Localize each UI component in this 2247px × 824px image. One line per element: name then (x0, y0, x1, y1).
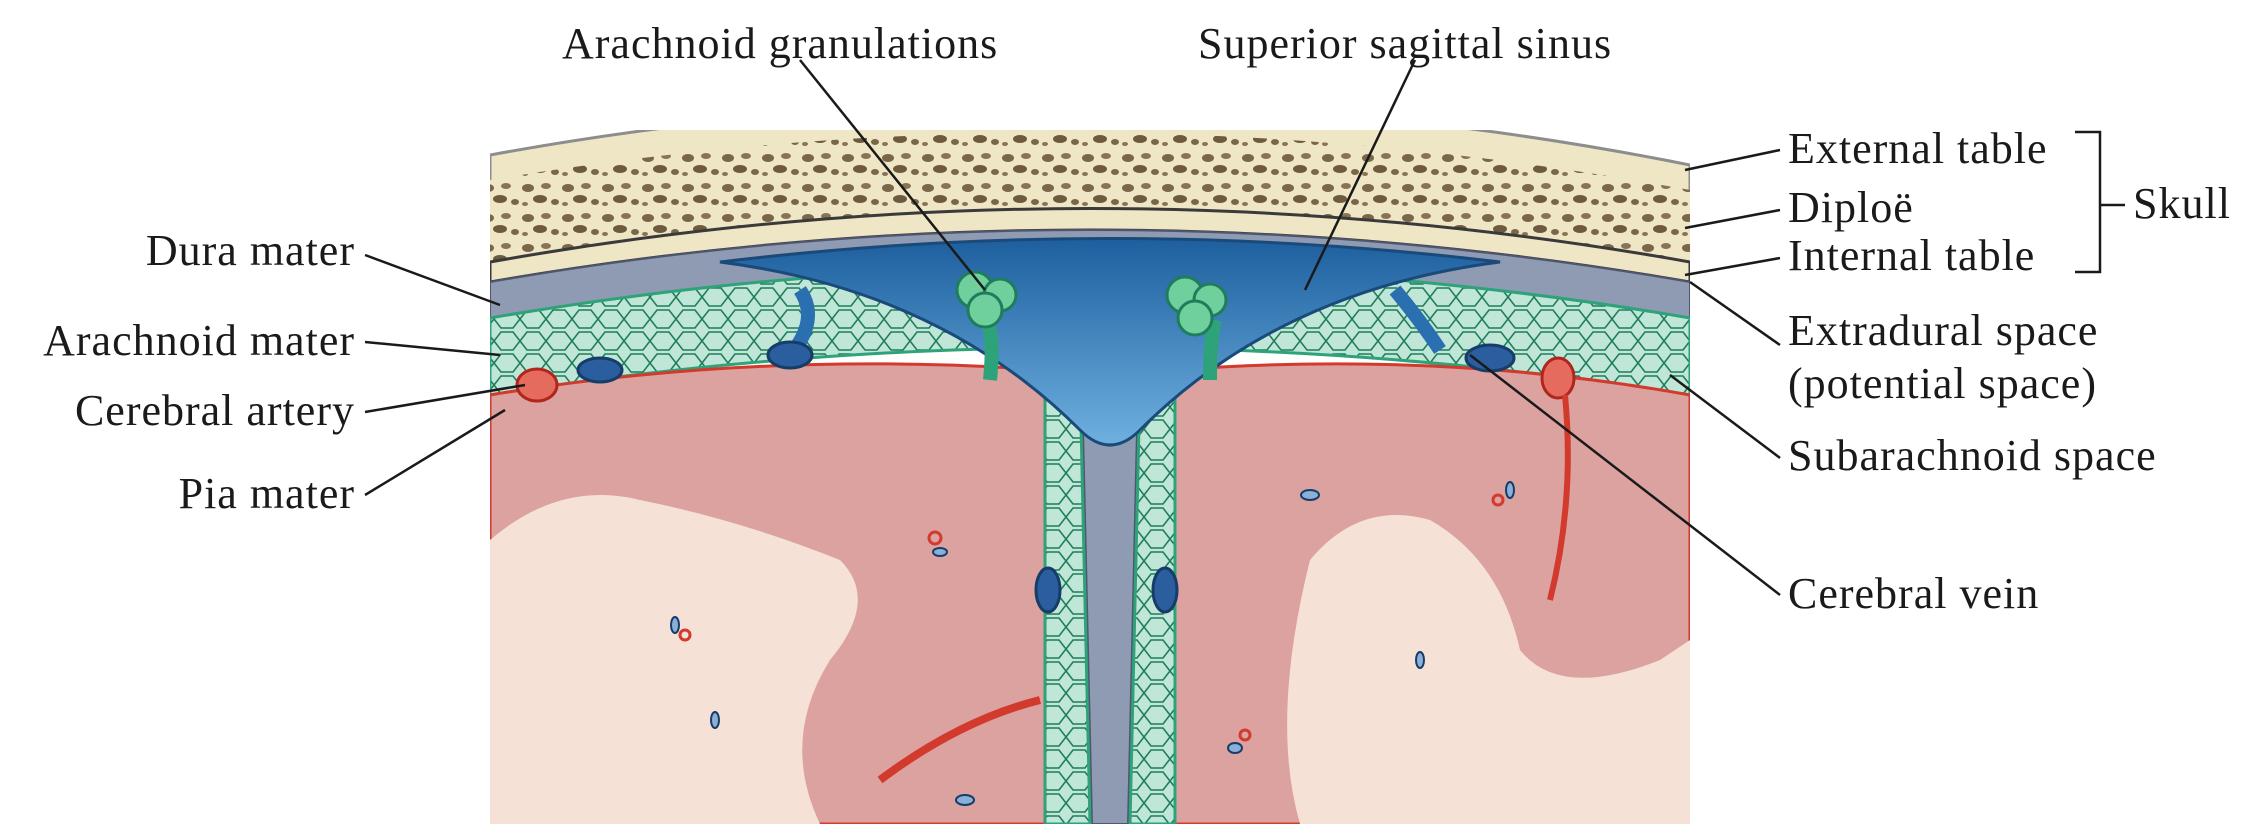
label-arachnoid-mater: Arachnoid mater (43, 316, 355, 365)
leader-extradural-space (1690, 282, 1780, 345)
label-pia-mater: Pia mater (179, 469, 355, 518)
label-subarachnoid-space: Subarachnoid space (1788, 431, 2157, 480)
small-vessel (1416, 652, 1424, 668)
small-vessel (711, 712, 719, 728)
small-vessel (933, 548, 947, 556)
cerebral-vein-left-top (578, 358, 622, 382)
label-arachnoid-granulations: Arachnoid granulations (562, 19, 998, 68)
small-vessel (1301, 490, 1319, 500)
leader-pia-mater (365, 410, 505, 495)
label-external-table: External table (1788, 124, 2048, 173)
label-cerebral-vein: Cerebral vein (1788, 569, 2039, 618)
small-vessel (1228, 743, 1242, 753)
leader-arachnoid-mater (365, 342, 500, 355)
cerebral-vein-falx-right (1153, 568, 1177, 612)
label-internal-table: Internal table (1788, 231, 2035, 280)
leader-diploe (1685, 210, 1780, 228)
leader-internal-table (1685, 258, 1780, 275)
skull-bracket (2075, 132, 2125, 272)
cerebral-vein-left-mid (768, 342, 812, 368)
small-vessel (671, 617, 679, 633)
leader-dura-mater (365, 255, 500, 305)
label-diploe: Diploë (1788, 183, 1914, 232)
label-potential-space: (potential space) (1788, 359, 2097, 408)
label-cerebral-artery: Cerebral artery (75, 386, 355, 435)
small-vessel (956, 795, 974, 805)
leader-external-table (1685, 150, 1780, 170)
label-superior-sagittal-sinus: Superior sagittal sinus (1198, 19, 1612, 68)
label-dura-mater: Dura mater (146, 226, 355, 275)
cerebral-vein-falx-left (1036, 568, 1060, 612)
label-skull: Skull (2133, 179, 2231, 228)
cerebral-artery-right (1542, 358, 1574, 398)
label-extradural-space: Extradural space (1788, 306, 2098, 355)
small-vessel (1506, 482, 1514, 498)
